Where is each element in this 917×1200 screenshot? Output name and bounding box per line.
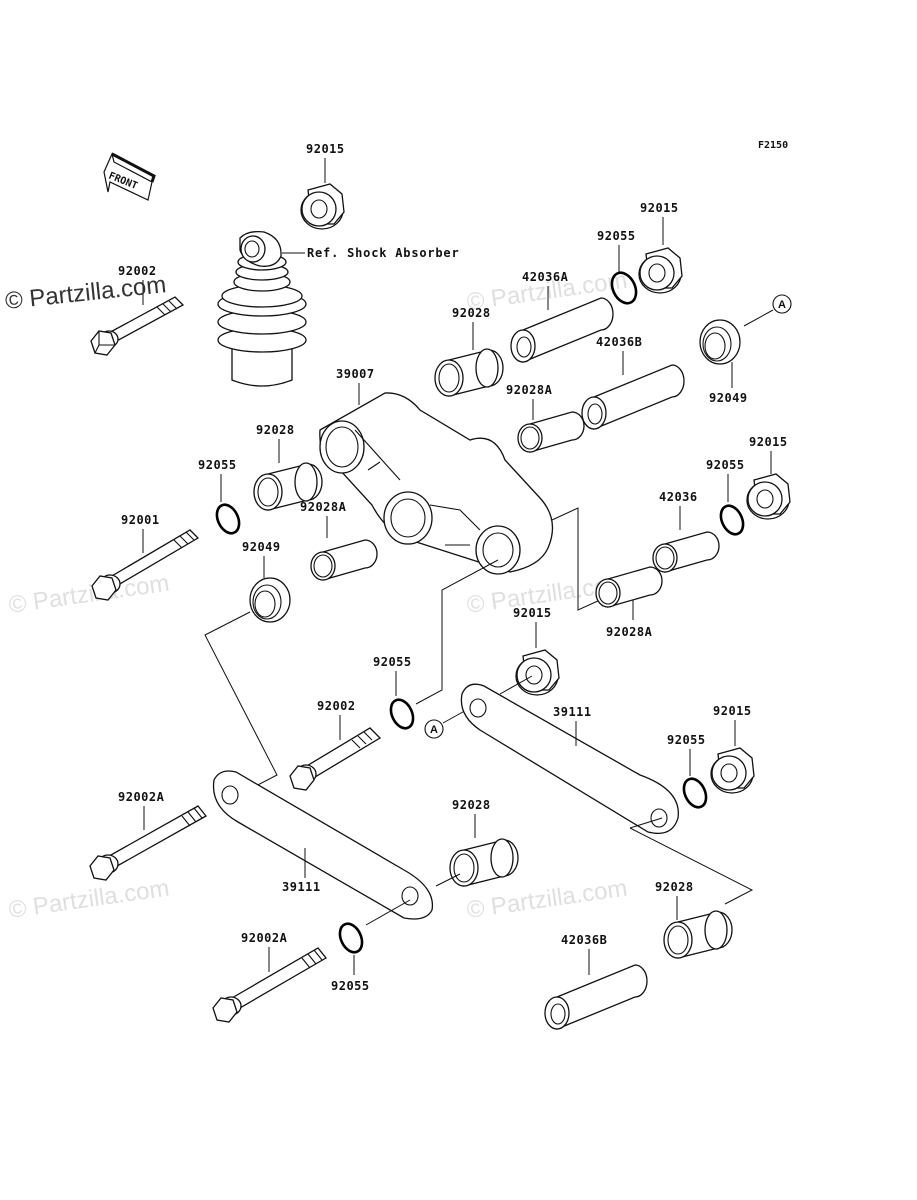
label-92015-top: 92015 xyxy=(306,142,345,156)
watermark-low-left: © Partzilla.com xyxy=(7,875,171,924)
label-92015-r3: 92015 xyxy=(713,704,752,718)
label-92055-m: 92055 xyxy=(373,655,412,669)
label-92055-r1: 92055 xyxy=(597,229,636,243)
label-92001: 92001 xyxy=(121,513,160,527)
label-42036B-top: 42036B xyxy=(596,335,642,349)
bushing-92028-br xyxy=(663,910,733,959)
label-42036A: 42036A xyxy=(522,270,569,284)
label-92002-m: 92002 xyxy=(317,699,356,713)
watermark-low-right: © Partzilla.com xyxy=(465,875,629,924)
link-39111-r xyxy=(460,683,679,835)
label-92015-r1: 92015 xyxy=(640,201,679,215)
label-92028-b: 92028 xyxy=(452,798,491,812)
sleeve-42036B-top xyxy=(581,364,685,430)
bushing-92028A-c xyxy=(517,411,585,453)
label-92028-br: 92028 xyxy=(655,880,694,894)
label-92002A-2: 92002A xyxy=(241,931,288,945)
label-92028A-r: 92028A xyxy=(606,625,653,639)
rocker-arm-39007 xyxy=(319,392,554,575)
sleeve-42036B-b xyxy=(544,964,648,1030)
ref-shock-absorber-label: Ref. Shock Absorber xyxy=(307,246,459,260)
label-92002-top: 92002 xyxy=(118,264,157,278)
oring-92055-r3 xyxy=(682,777,708,809)
nut-92015-m xyxy=(515,649,560,696)
marker-a-top xyxy=(772,294,792,314)
bushing-92028A-l xyxy=(310,539,378,581)
nut-92015-r2 xyxy=(746,473,791,520)
label-92028-l: 92028 xyxy=(256,423,295,437)
label-39111-r: 39111 xyxy=(553,705,592,719)
label-92049-l: 92049 xyxy=(242,540,281,554)
label-92055-b: 92055 xyxy=(331,979,370,993)
diagram-code: F2150 xyxy=(758,140,788,151)
bolt-92002A-2 xyxy=(212,947,327,1023)
front-arrow-icon: FRONT xyxy=(103,152,156,201)
label-92015-r2: 92015 xyxy=(749,435,788,449)
bushing-92028-b xyxy=(449,838,519,887)
label-92028A-l: 92028A xyxy=(300,500,347,514)
marker-a-mid xyxy=(424,719,444,739)
marker-a-mid-label: A xyxy=(430,724,438,736)
label-92055-l: 92055 xyxy=(198,458,237,472)
label-92028-c: 92028 xyxy=(452,306,491,320)
nut-92015-r3 xyxy=(710,747,755,794)
label-42036B-b: 42036B xyxy=(561,933,607,947)
label-39007: 39007 xyxy=(336,367,375,381)
shock-absorber xyxy=(217,230,307,387)
oring-92055-l xyxy=(215,503,241,535)
label-92055-r2: 92055 xyxy=(706,458,745,472)
washer-92049-l xyxy=(249,577,291,623)
label-39111-l: 39111 xyxy=(282,880,321,894)
link-39111-l xyxy=(212,770,434,920)
label-92055-r3: 92055 xyxy=(667,733,706,747)
watermark-mid-left: © Partzilla.com xyxy=(7,570,171,619)
watermark-copyright: © Partzilla.com xyxy=(4,271,168,315)
label-42036: 42036 xyxy=(659,490,698,504)
nut-92015-top xyxy=(300,183,345,230)
oring-92055-r1 xyxy=(610,271,638,305)
label-92002A-1: 92002A xyxy=(118,790,165,804)
label-92049-r: 92049 xyxy=(709,391,748,405)
oring-92055-b xyxy=(338,922,364,954)
bushing-92028-c xyxy=(434,348,504,397)
label-92015-m: 92015 xyxy=(513,606,552,620)
bolt-92002-m xyxy=(289,727,382,791)
oring-92055-m xyxy=(389,698,415,730)
sleeve-42036 xyxy=(652,531,720,573)
bolt-92001 xyxy=(91,529,200,601)
bolt-92002-top xyxy=(90,296,184,356)
nut-92015-r1 xyxy=(638,247,683,294)
washer-92049-r xyxy=(699,319,741,365)
bolt-92002A-1 xyxy=(89,805,207,881)
label-92028A-c: 92028A xyxy=(506,383,553,397)
marker-a-top-label: A xyxy=(778,299,786,311)
oring-92055-r2 xyxy=(719,504,745,536)
